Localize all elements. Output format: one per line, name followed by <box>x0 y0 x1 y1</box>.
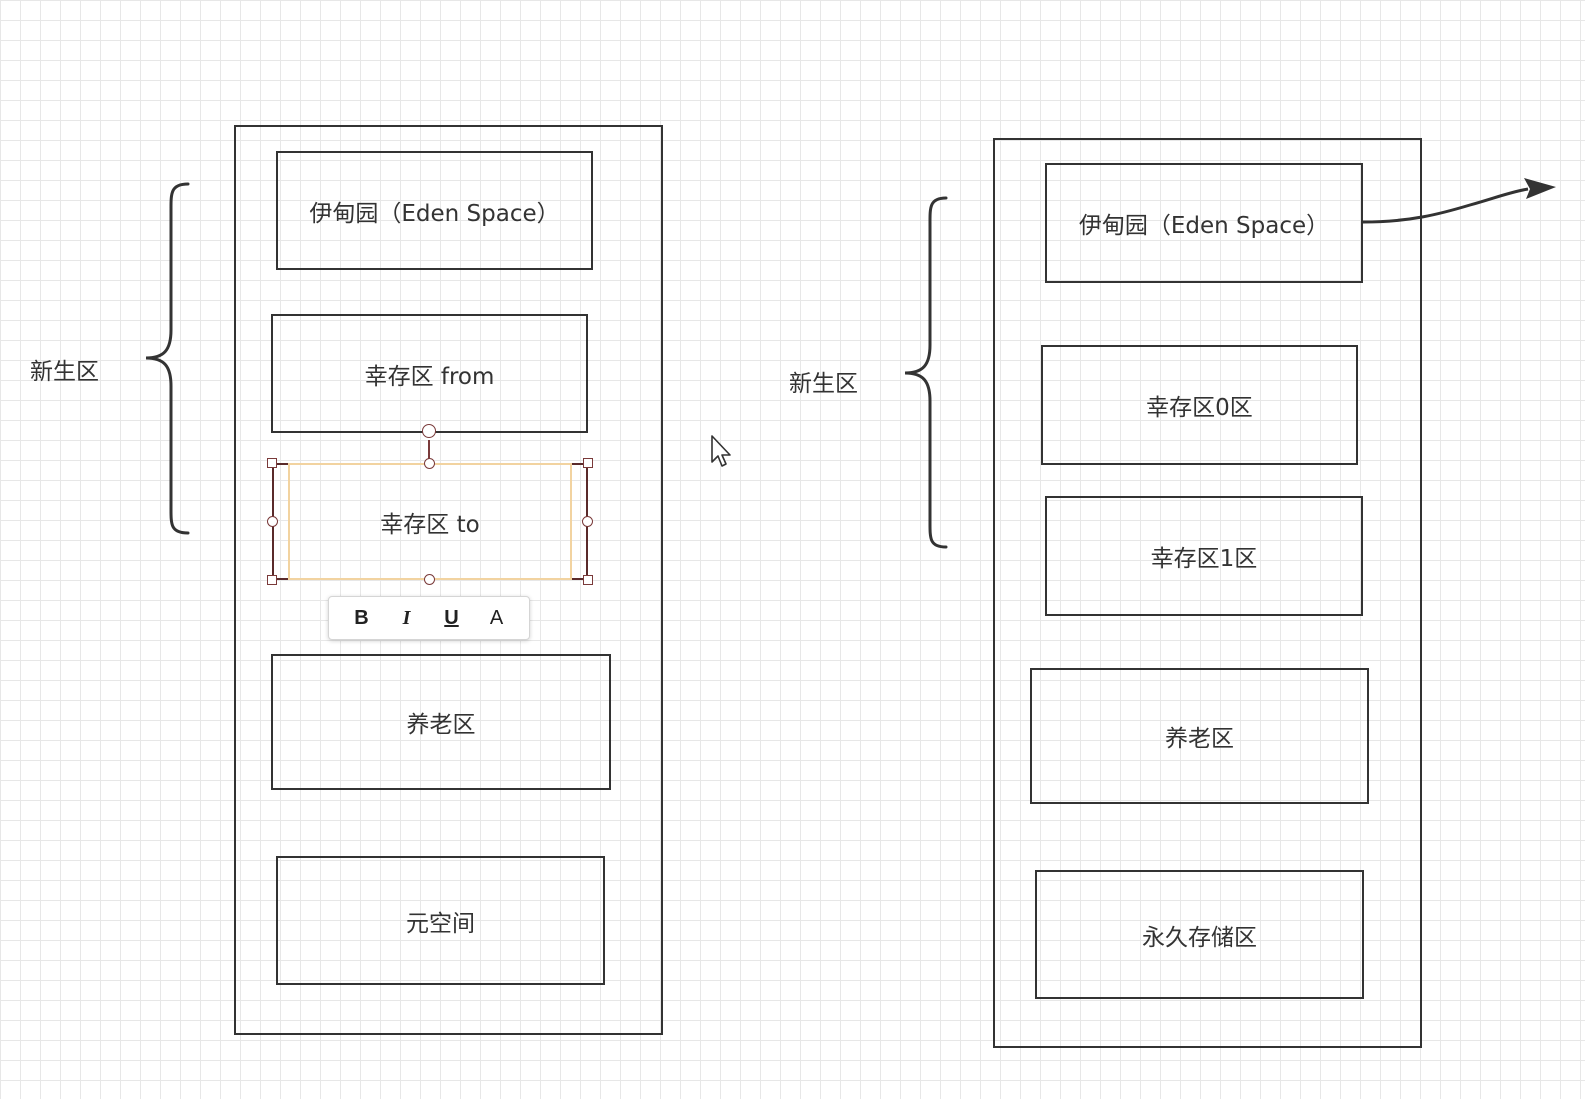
left-metaspace-box[interactable]: 元空间 <box>276 856 605 985</box>
rotation-stem <box>428 440 430 463</box>
right-eden-text: 伊甸园（Eden Space） <box>1078 213 1330 239</box>
right-survivor-1-box[interactable]: 幸存区1区 <box>1045 496 1363 616</box>
right-survivor-0-text: 幸存区0区 <box>1146 395 1253 421</box>
resize-handle-left[interactable] <box>267 516 278 527</box>
right-heap-container[interactable] <box>993 138 1422 1048</box>
left-survivor-to-box[interactable]: 幸存区 to <box>272 463 588 580</box>
right-curly-brace[interactable] <box>904 196 948 549</box>
right-permanent-text: 永久存储区 <box>1142 924 1257 951</box>
resize-handle-bottom[interactable] <box>424 574 435 585</box>
left-heap-container[interactable] <box>234 125 663 1035</box>
resize-handle-top[interactable] <box>424 458 435 469</box>
italic-button[interactable]: I <box>402 606 411 629</box>
left-survivor-from-text: 幸存区 from <box>364 363 495 390</box>
right-survivor-0-box[interactable]: 幸存区0区 <box>1041 345 1358 465</box>
left-brace-label[interactable]: 新生区 <box>30 359 99 385</box>
resize-handle-top-left[interactable] <box>267 458 277 468</box>
right-eden-box[interactable]: 伊甸园（Eden Space） <box>1045 163 1363 283</box>
font-color-button[interactable]: A <box>489 606 504 629</box>
text-format-toolbar: B I U A <box>328 596 530 640</box>
left-old-gen-box[interactable]: 养老区 <box>271 654 611 790</box>
right-old-gen-box[interactable]: 养老区 <box>1030 668 1369 804</box>
right-survivor-1-text: 幸存区1区 <box>1150 546 1258 572</box>
right-permanent-box[interactable]: 永久存储区 <box>1035 870 1364 999</box>
underline-button[interactable]: U <box>444 606 459 629</box>
bold-button[interactable]: B <box>354 606 369 629</box>
left-eden-box[interactable]: 伊甸园（Eden Space） <box>276 151 593 270</box>
left-eden-text: 伊甸园（Eden Space） <box>309 200 560 227</box>
rotation-handle[interactable] <box>422 424 436 438</box>
right-brace-label[interactable]: 新生区 <box>789 371 858 397</box>
right-old-gen-text: 养老区 <box>1165 726 1234 752</box>
resize-handle-bottom-right[interactable] <box>583 575 593 585</box>
left-survivor-to-text[interactable]: 幸存区 to <box>380 511 480 538</box>
resize-handle-bottom-left[interactable] <box>267 575 277 585</box>
eden-out-arrow[interactable] <box>1362 187 1529 224</box>
left-curly-brace[interactable] <box>145 182 190 535</box>
resize-handle-top-right[interactable] <box>583 458 593 468</box>
left-survivor-from-box[interactable]: 幸存区 from <box>271 314 588 433</box>
resize-handle-right[interactable] <box>582 516 593 527</box>
left-metaspace-text: 元空间 <box>406 910 475 937</box>
left-old-gen-text: 养老区 <box>406 712 476 738</box>
